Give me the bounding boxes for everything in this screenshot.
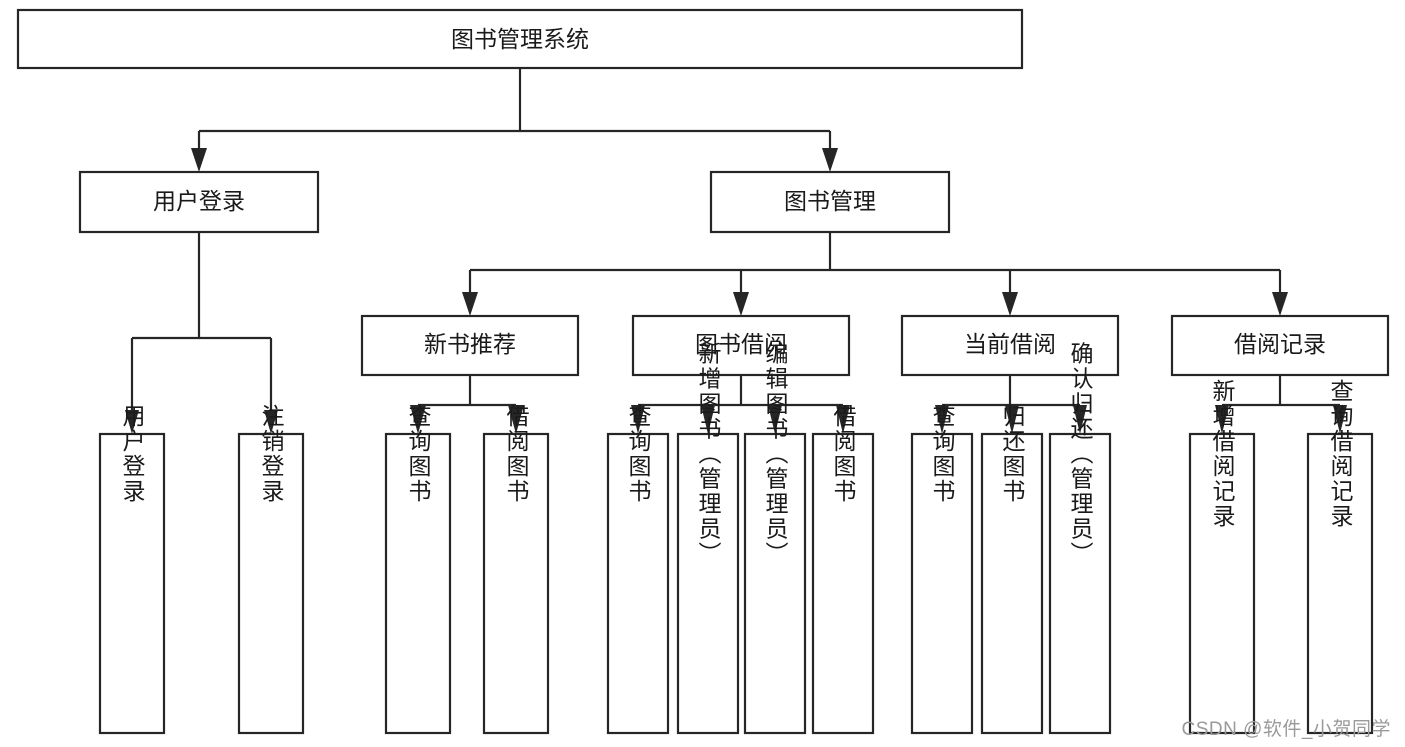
leaf-add-book-box[interactable] xyxy=(676,432,740,735)
leaf-confirm-return-box[interactable] xyxy=(1048,432,1112,735)
arrow-head-leaf-query-book-2 xyxy=(631,405,645,434)
arrow-head-current-borrow xyxy=(1002,292,1018,316)
arrow-head-leaf-edit-book xyxy=(768,405,782,434)
leaf-node[interactable]: 借阅图书 xyxy=(482,404,550,735)
node-current-borrow-label: 当前借阅 xyxy=(964,331,1056,357)
leaf-edit-book-box[interactable] xyxy=(743,432,807,735)
leaf-query-book-2-box[interactable] xyxy=(606,432,670,735)
leaf-add-record-label: 新增借阅记录 xyxy=(1209,379,1236,529)
leaf-confirm-return-label: 确认归还（管理员） xyxy=(1067,342,1094,567)
node-book-borrow[interactable]: 图书借阅 xyxy=(631,314,851,377)
arrow-head-leaf-logout xyxy=(264,410,278,434)
leaf-node[interactable]: 确认归还（管理员） xyxy=(1048,342,1112,735)
node-book-manage-label: 图书管理 xyxy=(784,188,876,214)
node-root-box[interactable] xyxy=(16,8,1024,70)
arrow-head-new-book-rec xyxy=(462,292,478,316)
leaf-node[interactable]: 注销登录 xyxy=(237,404,305,735)
arrow-head-leaf-borrow-book-2 xyxy=(836,405,850,434)
connectors-group xyxy=(125,68,1347,434)
node-root[interactable]: 图书管理系统 xyxy=(16,8,1024,70)
leaf-node[interactable]: 新增图书（管理员） xyxy=(676,342,740,735)
leaf-node[interactable]: 查询借阅记录 xyxy=(1306,379,1374,735)
leaf-node[interactable]: 用户登录 xyxy=(98,404,166,735)
leaf-return-book-label: 归还图书 xyxy=(999,404,1026,504)
leaf-borrow-book-1-box[interactable] xyxy=(482,432,550,735)
leaf-node[interactable]: 新增借阅记录 xyxy=(1188,379,1256,735)
node-user-login-box[interactable] xyxy=(78,170,320,234)
leaf-node[interactable]: 编辑图书（管理员） xyxy=(743,342,807,735)
node-book-borrow-box[interactable] xyxy=(631,314,851,377)
leaf-node[interactable]: 借阅图书 xyxy=(811,404,875,735)
leaf-add-book-label: 新增图书（管理员） xyxy=(695,342,722,567)
node-borrow-record-label: 借阅记录 xyxy=(1234,331,1326,357)
node-book-manage[interactable]: 图书管理 xyxy=(709,170,951,234)
leaf-nodes-group: 用户登录 注销登录 查询图书 借阅图书 查询图书 新增图书（管理员） 编辑图书（管理员） 借阅… xyxy=(98,342,1374,735)
leaf-logout-label: 注销登录 xyxy=(258,404,285,504)
arrow-head-leaf-query-record xyxy=(1333,405,1347,434)
arrow-head-leaf-borrow-book-1 xyxy=(508,405,524,434)
leaf-query-book-1-label: 查询图书 xyxy=(405,404,432,504)
arrow-head-leaf-query-book-1 xyxy=(410,405,426,434)
node-current-borrow-box[interactable] xyxy=(900,314,1120,377)
node-user-login[interactable]: 用户登录 xyxy=(78,170,320,234)
node-user-login-label: 用户登录 xyxy=(153,188,245,214)
leaf-query-record-label: 查询借阅记录 xyxy=(1327,379,1354,529)
leaf-query-book-3-label: 查询图书 xyxy=(929,404,956,504)
arrow-head-borrow-record xyxy=(1272,292,1288,316)
arrow-head-leaf-confirm-return xyxy=(1073,405,1087,434)
arrow-head-leaf-query-book-3 xyxy=(935,405,949,434)
leaf-add-record-box[interactable] xyxy=(1188,432,1256,735)
arrow-head-leaf-return-book xyxy=(1005,405,1019,434)
leaf-user-login-box[interactable] xyxy=(98,432,166,735)
leaf-borrow-book-2-label: 借阅图书 xyxy=(830,404,857,504)
arrow-head-leaf-user-login xyxy=(125,410,139,434)
arrow-head-leaf-add-record xyxy=(1215,405,1229,434)
node-borrow-record-box[interactable] xyxy=(1170,314,1390,377)
node-new-book-rec[interactable]: 新书推荐 xyxy=(360,314,580,377)
arrow-head-leaf-add-book xyxy=(701,405,715,434)
node-new-book-rec-box[interactable] xyxy=(360,314,580,377)
leaf-query-record-box[interactable] xyxy=(1306,432,1374,735)
node-borrow-record[interactable]: 借阅记录 xyxy=(1170,314,1390,377)
leaf-node[interactable]: 查询图书 xyxy=(910,404,974,735)
node-root-label: 图书管理系统 xyxy=(451,26,589,52)
leaf-node[interactable]: 查询图书 xyxy=(606,404,670,735)
leaf-node[interactable]: 查询图书 xyxy=(384,404,452,735)
leaf-logout-box[interactable] xyxy=(237,432,305,735)
arrow-head-user-login xyxy=(191,148,207,172)
arrow-head-book-borrow xyxy=(733,292,749,316)
leaf-node[interactable]: 归还图书 xyxy=(980,404,1044,735)
leaf-user-login-label: 用户登录 xyxy=(119,404,146,504)
leaf-return-book-box[interactable] xyxy=(980,432,1044,735)
node-book-manage-box[interactable] xyxy=(709,170,951,234)
node-new-book-rec-label: 新书推荐 xyxy=(424,331,516,357)
node-current-borrow[interactable]: 当前借阅 xyxy=(900,314,1120,377)
node-book-borrow-label: 图书借阅 xyxy=(695,331,787,357)
leaf-edit-book-label: 编辑图书（管理员） xyxy=(762,342,789,567)
leaf-borrow-book-1-label: 借阅图书 xyxy=(503,404,530,504)
leaf-query-book-2-label: 查询图书 xyxy=(625,404,652,504)
arrow-head-book-manage xyxy=(822,148,838,172)
leaf-borrow-book-2-box[interactable] xyxy=(811,432,875,735)
leaf-query-book-1-box[interactable] xyxy=(384,432,452,735)
leaf-query-book-3-box[interactable] xyxy=(910,432,974,735)
